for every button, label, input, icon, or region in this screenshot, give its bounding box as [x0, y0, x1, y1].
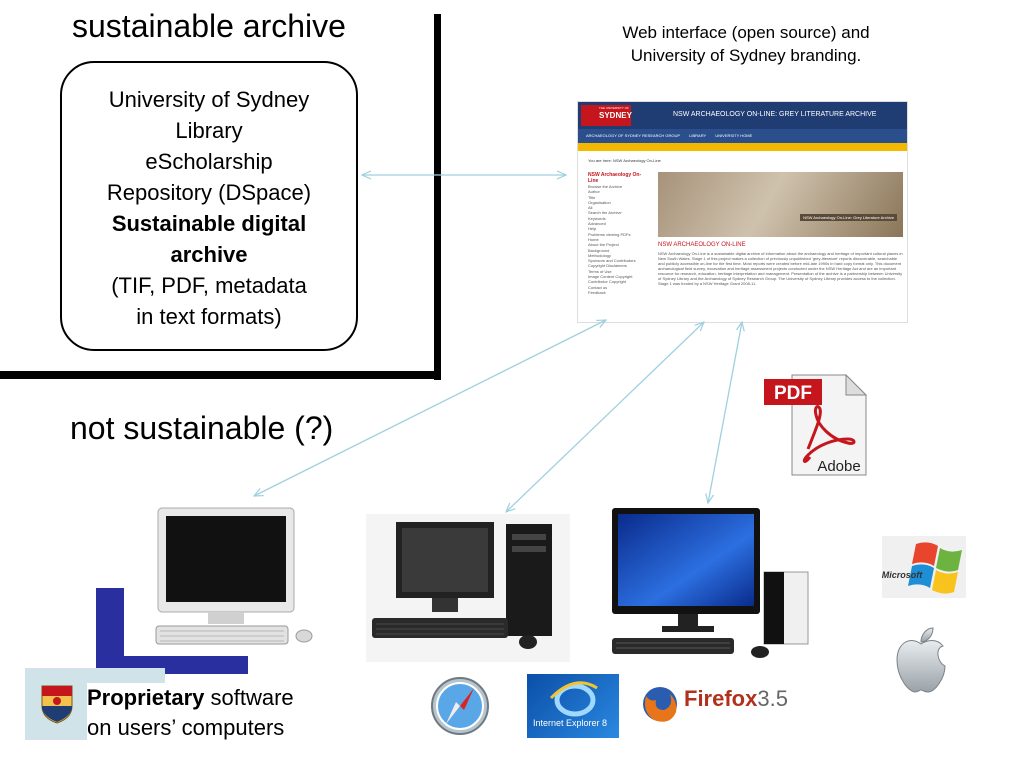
usyd-logo: THE UNIVERSITY OF SYDNEY	[581, 105, 632, 126]
archive-bold-line-2: archive	[170, 242, 248, 267]
website-breadcrumb: You are here: NSW Archaeology On-Line	[588, 158, 661, 163]
microsoft-windows-icon: Microsoft	[882, 536, 966, 598]
website-sidebar-item[interactable]: Terms of Use	[588, 268, 612, 274]
website-nav-item[interactable]: ARCHAEOLOGY OF SYDNEY RESEARCH GROUP	[586, 133, 681, 138]
website-sidebar-item[interactable]: All	[588, 205, 593, 211]
proprietary-rest: software	[204, 685, 294, 710]
archive-line-4: Repository (DSpace)	[106, 180, 312, 205]
website-sidebar-item[interactable]: Author	[588, 189, 600, 195]
website-sidebar-item[interactable]: Search the Archive	[588, 210, 622, 216]
website-screenshot: THE UNIVERSITY OF SYDNEY NSW ARCHAEOLOGY…	[577, 101, 908, 323]
website-sidebar-item[interactable]: Problems viewing PDFs	[588, 231, 631, 237]
website-nav-item[interactable]: UNIVERSITY HOME	[715, 133, 753, 138]
website-sidebar-item[interactable]: Copyright Disclaimers	[588, 263, 627, 269]
usyd-logo-line-2: SYDNEY	[599, 111, 632, 120]
website-gold-bar	[578, 143, 907, 151]
website-sidebar-item[interactable]: About the Project	[588, 242, 619, 248]
usyd-crest-icon	[41, 685, 73, 724]
usyd-logo-line-1: THE UNIVERSITY OF	[599, 106, 629, 110]
website-sidebar-item[interactable]: Organisation	[588, 199, 611, 205]
decorative-blue-bar-vertical	[96, 588, 124, 668]
website-sidebar-item[interactable]: Contributor Copyright	[588, 279, 627, 285]
safari-compass-icon	[431, 677, 489, 735]
frame-horizontal-bar	[0, 371, 441, 379]
desktop-computer-3	[612, 508, 809, 658]
pdf-icon-label: PDF	[774, 383, 812, 404]
proprietary-caption: Proprietary software on users’ computers	[87, 683, 294, 743]
firefox-icon	[643, 687, 677, 722]
website-nav: ARCHAEOLOGY OF SYDNEY RESEARCH GROUP LIB…	[578, 129, 907, 143]
website-sidebar-item[interactable]: Help	[588, 226, 597, 232]
proprietary-bold: Proprietary	[87, 685, 205, 710]
website-nav-item[interactable]: LIBRARY	[689, 133, 707, 138]
firefox-version: 3.5	[757, 686, 788, 711]
archive-line-3: eScholarship	[145, 149, 273, 174]
archive-bold-line-1: Sustainable digital	[111, 211, 307, 236]
web-caption-line-1: Web interface (open source) and	[622, 23, 870, 42]
website-sidebar-item[interactable]: Background	[588, 247, 610, 253]
firefox-wordmark: Firefox3.5	[684, 686, 788, 712]
archive-box: University of Sydney Library eScholarshi…	[60, 61, 358, 351]
website-sidebar: NSW Archaeology On-Line Browse the Archi…	[588, 172, 650, 322]
website-heading: NSW ARCHAEOLOGY ON-LINE	[658, 242, 746, 248]
website-sidebar-item[interactable]: Keywords	[588, 215, 606, 221]
website-sidebar-title: NSW Archaeology On-Line	[588, 172, 642, 184]
web-interface-caption: Web interface (open source) and Universi…	[586, 21, 906, 67]
website-sidebar-item[interactable]: Browse the Archive	[588, 184, 623, 189]
desktop-computer-2	[366, 514, 570, 662]
sustainable-archive-title: sustainable archive	[72, 8, 346, 44]
website-body-text: NSW Archaeology On-Line is a sustainable…	[658, 251, 903, 286]
website-title: NSW ARCHAEOLOGY ON-LINE: GREY LITERATURE…	[673, 111, 877, 118]
website-sidebar-item[interactable]: Title	[588, 194, 596, 200]
internet-explorer-label: Internet Explorer 8	[533, 718, 608, 728]
proprietary-line-2: on users’ computers	[87, 715, 285, 740]
pdf-icon: PDF Adobe	[764, 373, 868, 476]
website-sidebar-item[interactable]: Methodology	[588, 252, 611, 258]
website-sidebar-item[interactable]: Advanced	[588, 221, 606, 227]
website-sidebar-item[interactable]: Feedback	[588, 289, 606, 295]
archive-line-2: Library	[175, 118, 243, 143]
arrow-web-to-pc2	[506, 322, 704, 512]
website-sidebar-item[interactable]: Contact us	[588, 284, 608, 290]
apple-icon	[896, 627, 946, 693]
desktop-computer-1	[155, 507, 313, 645]
website-sidebar-item[interactable]: Image Content Copyright	[588, 274, 633, 280]
web-caption-line-2: University of Sydney branding.	[630, 46, 862, 65]
website-banner-caption: NSW Archaeology On-Line: Grey Literature…	[800, 214, 897, 221]
microsoft-label: Microsoft	[882, 570, 923, 580]
pdf-icon-brand: Adobe	[817, 458, 860, 475]
firefox-name: Firefox	[684, 686, 758, 711]
archive-line-1: University of Sydney	[108, 87, 310, 112]
arrow-web-to-pc1	[254, 320, 606, 496]
internet-explorer-logo: Internet Explorer 8	[527, 674, 619, 738]
archive-line-5: (TIF, PDF, metadata	[111, 273, 307, 298]
website-sidebar-item[interactable]: Sponsors and Contributors	[588, 258, 636, 264]
website-sidebar-item[interactable]: Home	[588, 236, 599, 242]
website-banner-image: NSW Archaeology On-Line: Grey Literature…	[658, 172, 903, 237]
website-header: THE UNIVERSITY OF SYDNEY NSW ARCHAEOLOGY…	[578, 102, 907, 129]
frame-vertical-bar	[434, 14, 441, 380]
arrow-web-to-pc3	[708, 322, 742, 503]
